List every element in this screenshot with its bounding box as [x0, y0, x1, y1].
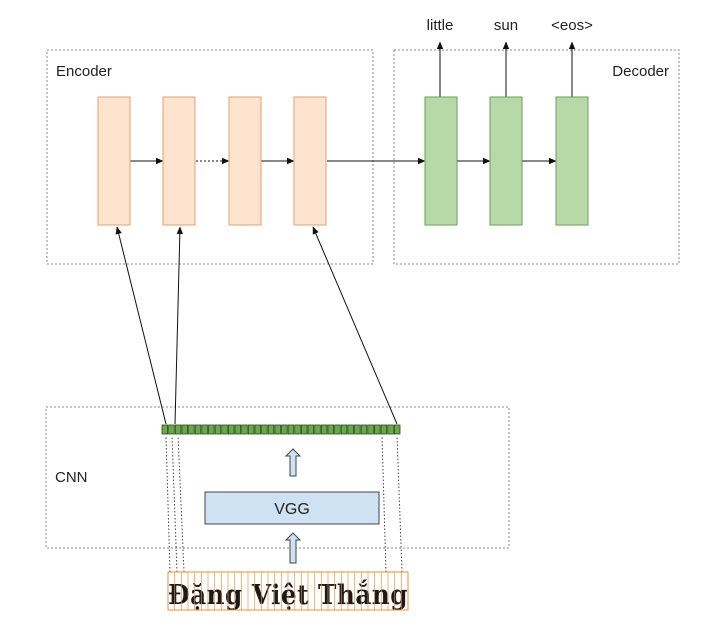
feature-cell [201, 424, 208, 435]
feature-to-enc-1 [115, 226, 167, 425]
vgg-to-features-arrow [284, 448, 302, 477]
feature-cell [274, 424, 281, 435]
feature-cell [374, 424, 381, 435]
slice-link-2 [171, 435, 178, 573]
feature-cell [287, 424, 295, 435]
feature-cell [334, 424, 341, 435]
feature-cell [301, 424, 308, 435]
cnn-frame [45, 406, 510, 549]
slice-link-4 [381, 435, 387, 573]
feature-cell [161, 424, 169, 435]
feature-cell [360, 424, 368, 435]
encoder-cell [228, 96, 262, 226]
input-text-image: Đặng Việt Thắng [167, 571, 409, 611]
decoder-output-2: sun [494, 17, 518, 34]
image-slices [167, 571, 409, 611]
decoder-cells [424, 96, 589, 226]
feature-cell [294, 424, 301, 435]
decoder-frame [393, 49, 680, 265]
feature-cell [387, 424, 394, 435]
slice-link-1 [165, 435, 171, 573]
encoder-frame [46, 49, 374, 265]
decoder-cell [555, 96, 589, 226]
encoder-cell [162, 96, 196, 226]
slice-link-5 [396, 435, 403, 573]
encoder-cell [293, 96, 327, 226]
feature-cell [227, 424, 235, 435]
decoder-output-1: little [427, 17, 454, 34]
feature-cell [307, 424, 315, 435]
feature-cell [174, 424, 182, 435]
feature-cell [367, 424, 374, 435]
feature-cell [234, 424, 242, 435]
vgg-block [204, 491, 380, 525]
feature-cell [208, 424, 215, 435]
feature-sequence [161, 424, 401, 435]
slice-link-3 [177, 435, 185, 573]
encoder-cells [97, 96, 327, 226]
feature-to-enc-4 [312, 226, 398, 425]
feature-cell [168, 424, 175, 435]
vgg-label: VGG [274, 501, 310, 518]
feature-cell [320, 424, 328, 435]
feature-cell [347, 424, 354, 435]
connections [115, 41, 576, 573]
feature-to-enc-2 [174, 226, 184, 425]
decoder-cell [424, 96, 458, 226]
feature-cell [194, 424, 202, 435]
cnn-label: CNN [55, 469, 88, 486]
encoder-label: Encoder [56, 63, 112, 80]
feature-cell [181, 424, 188, 435]
feature-cell [267, 424, 275, 435]
decoder-label: Decoder [612, 63, 669, 80]
feature-cell [261, 424, 268, 435]
feature-cell [188, 424, 195, 435]
feature-cell [314, 424, 321, 435]
decoder-output-3: <eos> [551, 17, 593, 34]
feature-cell [254, 424, 261, 435]
feature-cell [241, 424, 248, 435]
feature-cell [221, 424, 228, 435]
feature-cell [380, 424, 388, 435]
feature-cell [393, 424, 401, 435]
feature-cell [354, 424, 361, 435]
feature-cell [281, 424, 288, 435]
feature-cell [214, 424, 222, 435]
decoder-cell [489, 96, 523, 226]
feature-cell [340, 424, 348, 435]
encoder-cell [97, 96, 131, 226]
feature-cell [247, 424, 255, 435]
feature-cell [327, 424, 335, 435]
image-to-vgg-arrow [284, 532, 302, 564]
